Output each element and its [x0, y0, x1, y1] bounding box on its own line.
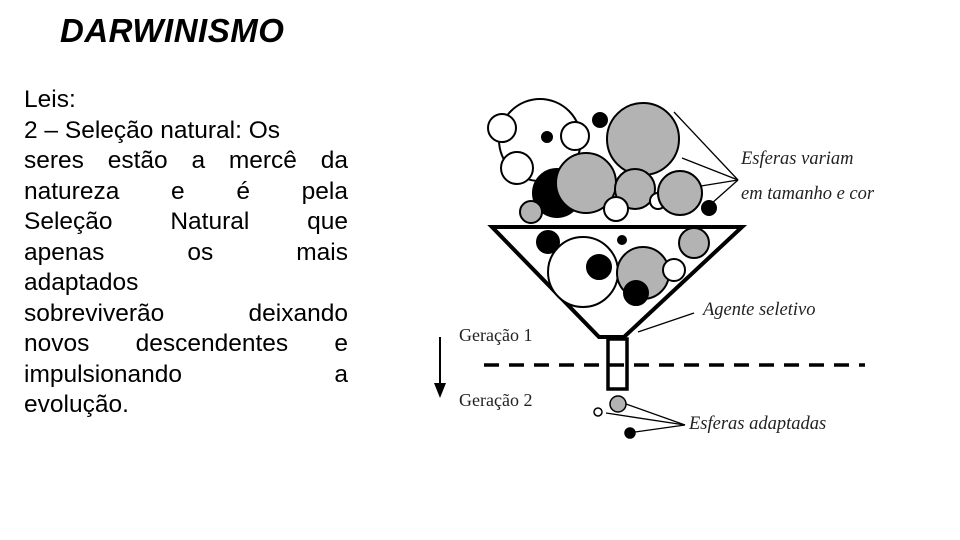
sphere: [614, 168, 656, 210]
body-text: Leis: 2 – Seleção natural: Os seres estã…: [24, 85, 348, 421]
selection-funnel-diagram: Esferas variam em tamanho e cor Agente s…: [420, 80, 940, 460]
body-line: adaptados: [24, 269, 139, 296]
label-generation-2: Geração 2: [459, 390, 533, 410]
body-line: 2 – Seleção natural: Os: [24, 116, 281, 144]
sphere: [586, 254, 612, 280]
body-line: novos descendentes e: [24, 330, 348, 357]
down-arrow-icon: [434, 337, 446, 398]
label-generation-1: Geração 1: [459, 325, 533, 345]
sphere: [617, 235, 627, 245]
sphere: [593, 407, 603, 417]
body-line: evolução.: [24, 391, 129, 418]
sphere: [678, 227, 710, 259]
body-line: apenas os mais: [24, 238, 348, 266]
body-line: sobreviverão deixando: [24, 299, 348, 327]
spheres-funnel: [536, 227, 710, 308]
body-line: natureza e é pela: [24, 177, 348, 205]
pointer-lines-variation: [673, 111, 739, 205]
label-variation-line1: Esferas variam: [741, 149, 854, 169]
sphere: [624, 427, 636, 439]
sphere: [541, 131, 553, 143]
body-line: impulsionando a: [24, 360, 348, 388]
sphere: [606, 102, 680, 176]
label-selective-agent: Agente seletivo: [703, 300, 816, 320]
pointer-line-agent: [637, 312, 695, 333]
sphere: [560, 121, 590, 151]
label-adapted-spheres: Esferas adaptadas: [689, 414, 827, 434]
sphere: [487, 113, 517, 143]
sphere: [603, 196, 629, 222]
sphere: [623, 280, 649, 306]
spheres-top: [487, 98, 717, 224]
label-variation-line2: em tamanho e cor: [741, 184, 875, 204]
sphere: [519, 200, 543, 224]
body-line: Leis:: [24, 86, 76, 113]
sphere: [609, 395, 627, 413]
sphere: [500, 151, 534, 185]
sphere: [701, 200, 717, 216]
pointer-lines-adapted: [605, 403, 686, 433]
slide-title: DARWINISMO: [60, 12, 285, 49]
body-line: seres estão a mercê da: [24, 147, 348, 174]
sphere: [536, 230, 560, 254]
sphere: [657, 170, 703, 216]
sphere: [592, 112, 608, 128]
sphere: [662, 258, 686, 282]
funnel-svg: [434, 98, 865, 439]
body-line: Seleção Natural que: [24, 208, 348, 235]
